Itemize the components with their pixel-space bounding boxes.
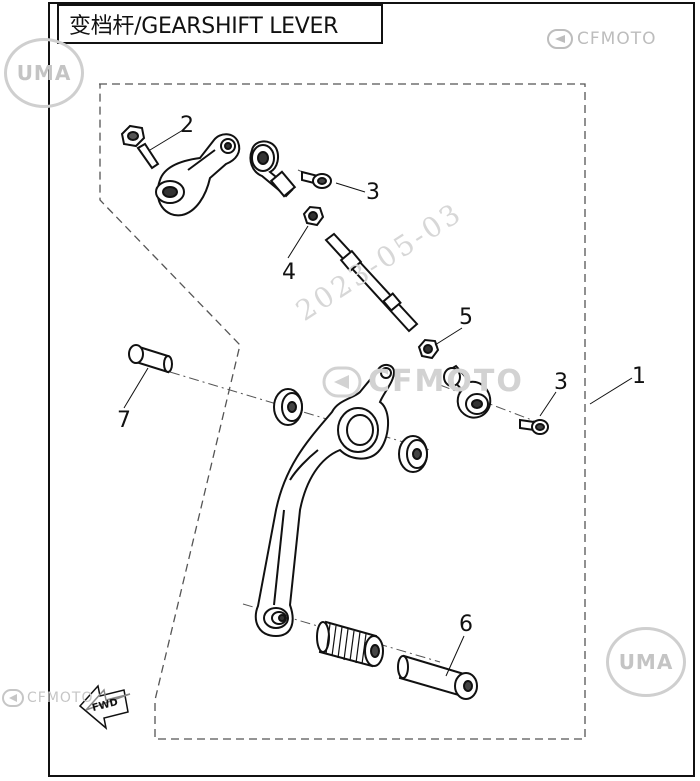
uma-logo-text: UMA [618, 650, 674, 674]
brand-watermark-top: CFMOTO [547, 29, 656, 49]
washer-right [398, 435, 428, 473]
brand-text-left: CFMOTO [27, 690, 94, 706]
pivot-bolt [128, 344, 173, 374]
upper-rod-end [249, 140, 297, 198]
callout-7: 7 [117, 408, 131, 433]
arm-bolt [120, 124, 160, 170]
uma-logo-left: UMA [4, 38, 84, 108]
foot-peg [316, 620, 384, 668]
washer-left [273, 388, 303, 426]
lower-small-bolt [519, 418, 549, 435]
assembly-boundary [99, 83, 586, 740]
uma-logo-right: UMA [606, 627, 686, 697]
callout-3-lower: 3 [554, 370, 568, 395]
brand-watermark-left: CFMOTO [2, 689, 94, 707]
upper-small-bolt [301, 170, 332, 189]
brand-logo-icon [322, 366, 362, 397]
brand-watermark-center: CFMOTO [322, 364, 524, 399]
diagram-title: 变档杆/GEARSHIFT LEVER [57, 4, 383, 44]
tie-rod [324, 232, 419, 333]
upper-nut [302, 205, 325, 227]
brand-logo-icon [2, 689, 24, 707]
peg-bolt [397, 654, 478, 700]
callout-1: 1 [632, 364, 646, 389]
brand-text-center: CFMOTO [368, 364, 524, 399]
lower-rod-end [443, 364, 492, 419]
gearshift-lever [254, 364, 396, 638]
outer-frame [48, 2, 695, 777]
lower-nut [417, 338, 440, 360]
callout-4: 4 [282, 260, 296, 285]
fwd-arrow-icon [78, 684, 131, 730]
brand-logo-icon [547, 29, 573, 49]
callout-5: 5 [459, 305, 473, 330]
callout-3-upper: 3 [366, 180, 380, 205]
upper-shift-arm [155, 133, 241, 217]
uma-logo-text: UMA [16, 61, 72, 85]
brand-text-top: CFMOTO [577, 29, 657, 49]
callout-6: 6 [459, 612, 473, 637]
callout-2: 2 [180, 113, 194, 138]
diagram-title-text: 变档杆/GEARSHIFT LEVER [69, 14, 339, 39]
leader-lines [123, 129, 633, 677]
